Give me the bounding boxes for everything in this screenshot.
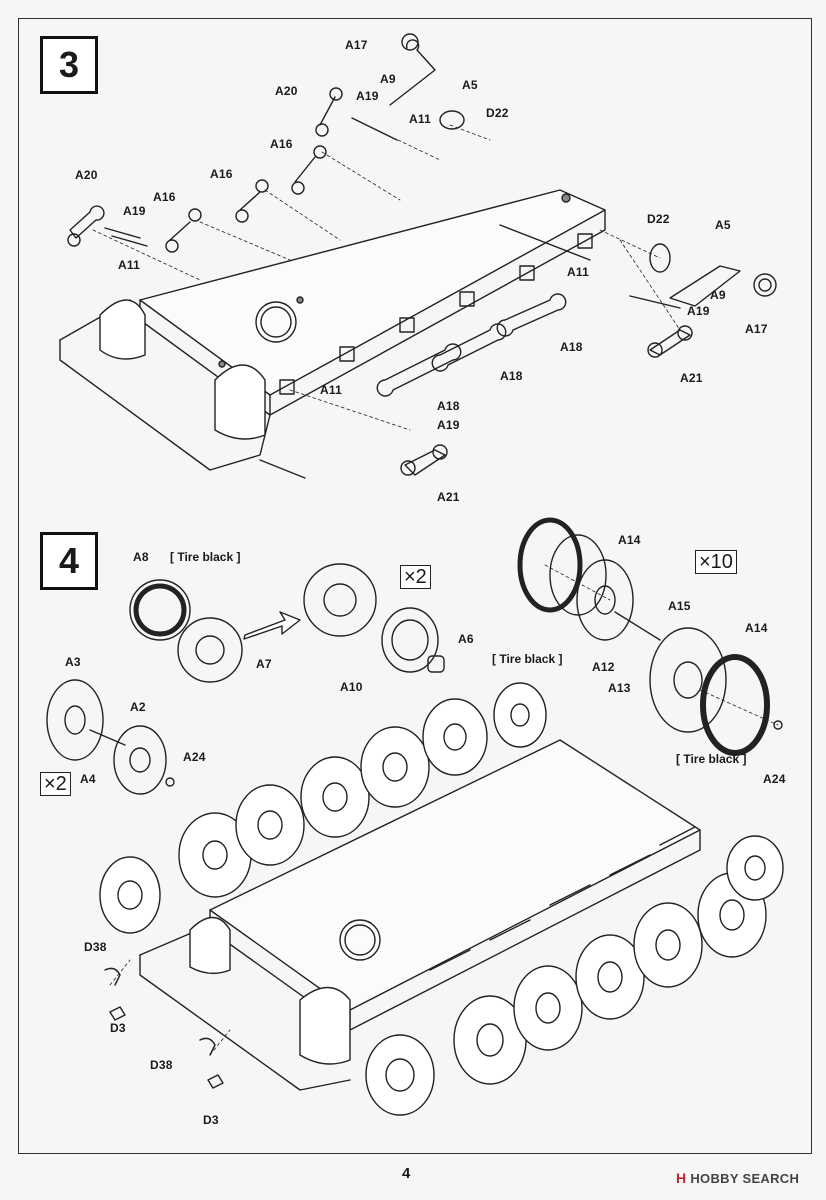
- paint-note: [ Tire black ]: [170, 550, 241, 564]
- part-label: A4: [80, 772, 96, 786]
- hull-step4: [139, 739, 701, 1091]
- part-label: D38: [84, 940, 107, 954]
- step-number: 4: [58, 540, 80, 581]
- part-label: A15: [668, 599, 691, 613]
- part-label: A16: [270, 137, 293, 151]
- part-label: A3: [65, 655, 81, 669]
- hull-step3: [59, 189, 606, 479]
- torsion-arms-step4: [429, 826, 696, 971]
- idler-exploded: [46, 679, 175, 795]
- part-label: A18: [500, 369, 523, 383]
- part-label: A20: [275, 84, 298, 98]
- part-label: A11: [409, 112, 431, 126]
- part-label: A18: [437, 399, 460, 413]
- part-label: A17: [745, 322, 768, 336]
- part-label: D3: [203, 1113, 219, 1127]
- part-label: A12: [592, 660, 615, 674]
- part-label: A14: [745, 621, 768, 635]
- page-number: 4: [402, 1165, 411, 1182]
- part-label: A18: [560, 340, 583, 354]
- part-label: A16: [210, 167, 233, 181]
- part-label: A21: [680, 371, 703, 385]
- roadwheels-back: [178, 682, 547, 898]
- part-label: A7: [256, 657, 272, 671]
- part-label: D3: [110, 1021, 126, 1035]
- watermark-text: HOBBY SEARCH: [690, 1171, 800, 1186]
- part-label: A11: [320, 383, 342, 397]
- paint-note: [ Tire black ]: [676, 752, 747, 766]
- part-label: A5: [462, 78, 478, 92]
- page-frame: [18, 18, 812, 1154]
- step-number: 3: [58, 44, 80, 85]
- suspension-arms-step3: [279, 233, 693, 476]
- quantity-multiplier: ×2: [400, 565, 431, 589]
- part-label: A10: [340, 680, 363, 694]
- part-label: A19: [123, 204, 146, 218]
- part-label: A16: [153, 190, 176, 204]
- part-label: A24: [763, 772, 786, 786]
- step-number-box: 3: [40, 36, 98, 94]
- brackets: [104, 967, 224, 1089]
- part-label: A9: [380, 72, 396, 86]
- part-label: A11: [118, 258, 140, 272]
- paint-note: [ Tire black ]: [492, 652, 563, 666]
- sprocket-group: [129, 563, 445, 683]
- part-label: D22: [486, 106, 509, 120]
- quantity-multiplier: ×2: [40, 772, 71, 796]
- part-label: A13: [608, 681, 631, 695]
- part-label: A21: [437, 490, 460, 504]
- part-label: A6: [458, 632, 474, 646]
- roadwheels-front: [99, 835, 784, 1116]
- part-label: A19: [356, 89, 379, 103]
- part-label: A11: [567, 265, 589, 279]
- part-label: D38: [150, 1058, 173, 1072]
- roadwheel-exploded: [517, 517, 783, 756]
- idler-arm-step3: [629, 243, 777, 309]
- part-label: A17: [345, 38, 368, 52]
- part-label: A9: [710, 288, 726, 302]
- part-label: D22: [647, 212, 670, 226]
- step-number-box: 4: [40, 532, 98, 590]
- watermark-logo-icon: H: [676, 1170, 687, 1186]
- part-label: A5: [715, 218, 731, 232]
- quantity-multiplier: ×10: [695, 550, 737, 574]
- part-label: A19: [437, 418, 460, 432]
- part-label: A24: [183, 750, 206, 764]
- part-label: A2: [130, 700, 146, 714]
- loose-arms-step3: [67, 33, 465, 253]
- part-label: A8: [133, 550, 149, 564]
- watermark: H HOBBY SEARCH: [676, 1170, 799, 1186]
- part-label: A20: [75, 168, 98, 182]
- part-label: A14: [618, 533, 641, 547]
- part-label: A19: [687, 304, 710, 318]
